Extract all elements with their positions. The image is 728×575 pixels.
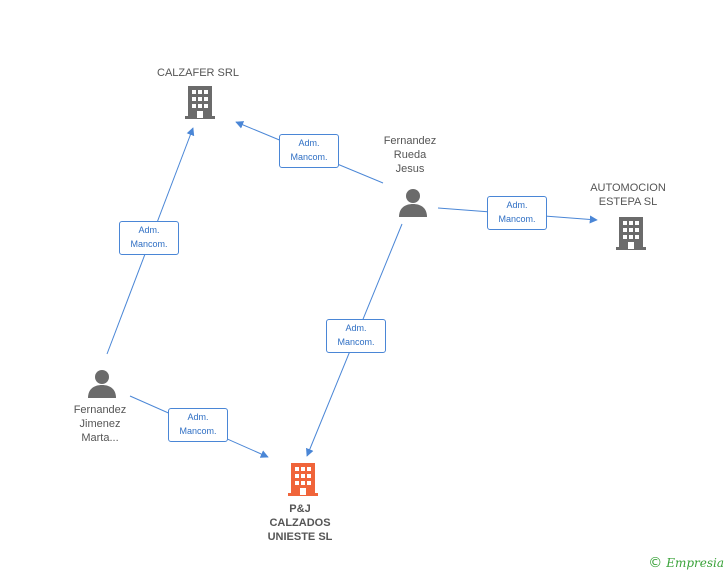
node-label-calzafer[interactable]: CALZAFER SRL — [157, 67, 239, 79]
building-icon[interactable] — [615, 215, 647, 251]
edge-label[interactable]: Adm. Mancom. — [168, 408, 228, 442]
copyright-icon: © — [648, 555, 663, 571]
edge-label[interactable]: Adm. Mancom. — [326, 319, 386, 353]
brand-name: Empresia — [666, 556, 724, 570]
edge-label[interactable]: Adm. Mancom. — [279, 134, 339, 168]
person-icon[interactable] — [86, 367, 118, 399]
building-icon[interactable] — [184, 84, 216, 120]
edge-label[interactable]: Adm. Mancom. — [487, 196, 547, 230]
edge-label[interactable]: Adm. Mancom. — [119, 221, 179, 255]
person-icon[interactable] — [397, 186, 429, 218]
node-label-fernandez-rueda[interactable]: Fernandez Rueda Jesus — [383, 135, 437, 175]
building-icon-highlight[interactable] — [287, 461, 319, 497]
node-label-pj-calzados[interactable]: P&J CALZADOS UNIESTE SL — [267, 503, 333, 543]
brand-logo: ©Empresia — [648, 555, 724, 571]
node-label-automocion[interactable]: AUTOMOCION ESTEPA SL — [590, 182, 666, 208]
node-label-fernandez-jimenez[interactable]: Fernandez Jimenez Marta... — [73, 404, 127, 444]
